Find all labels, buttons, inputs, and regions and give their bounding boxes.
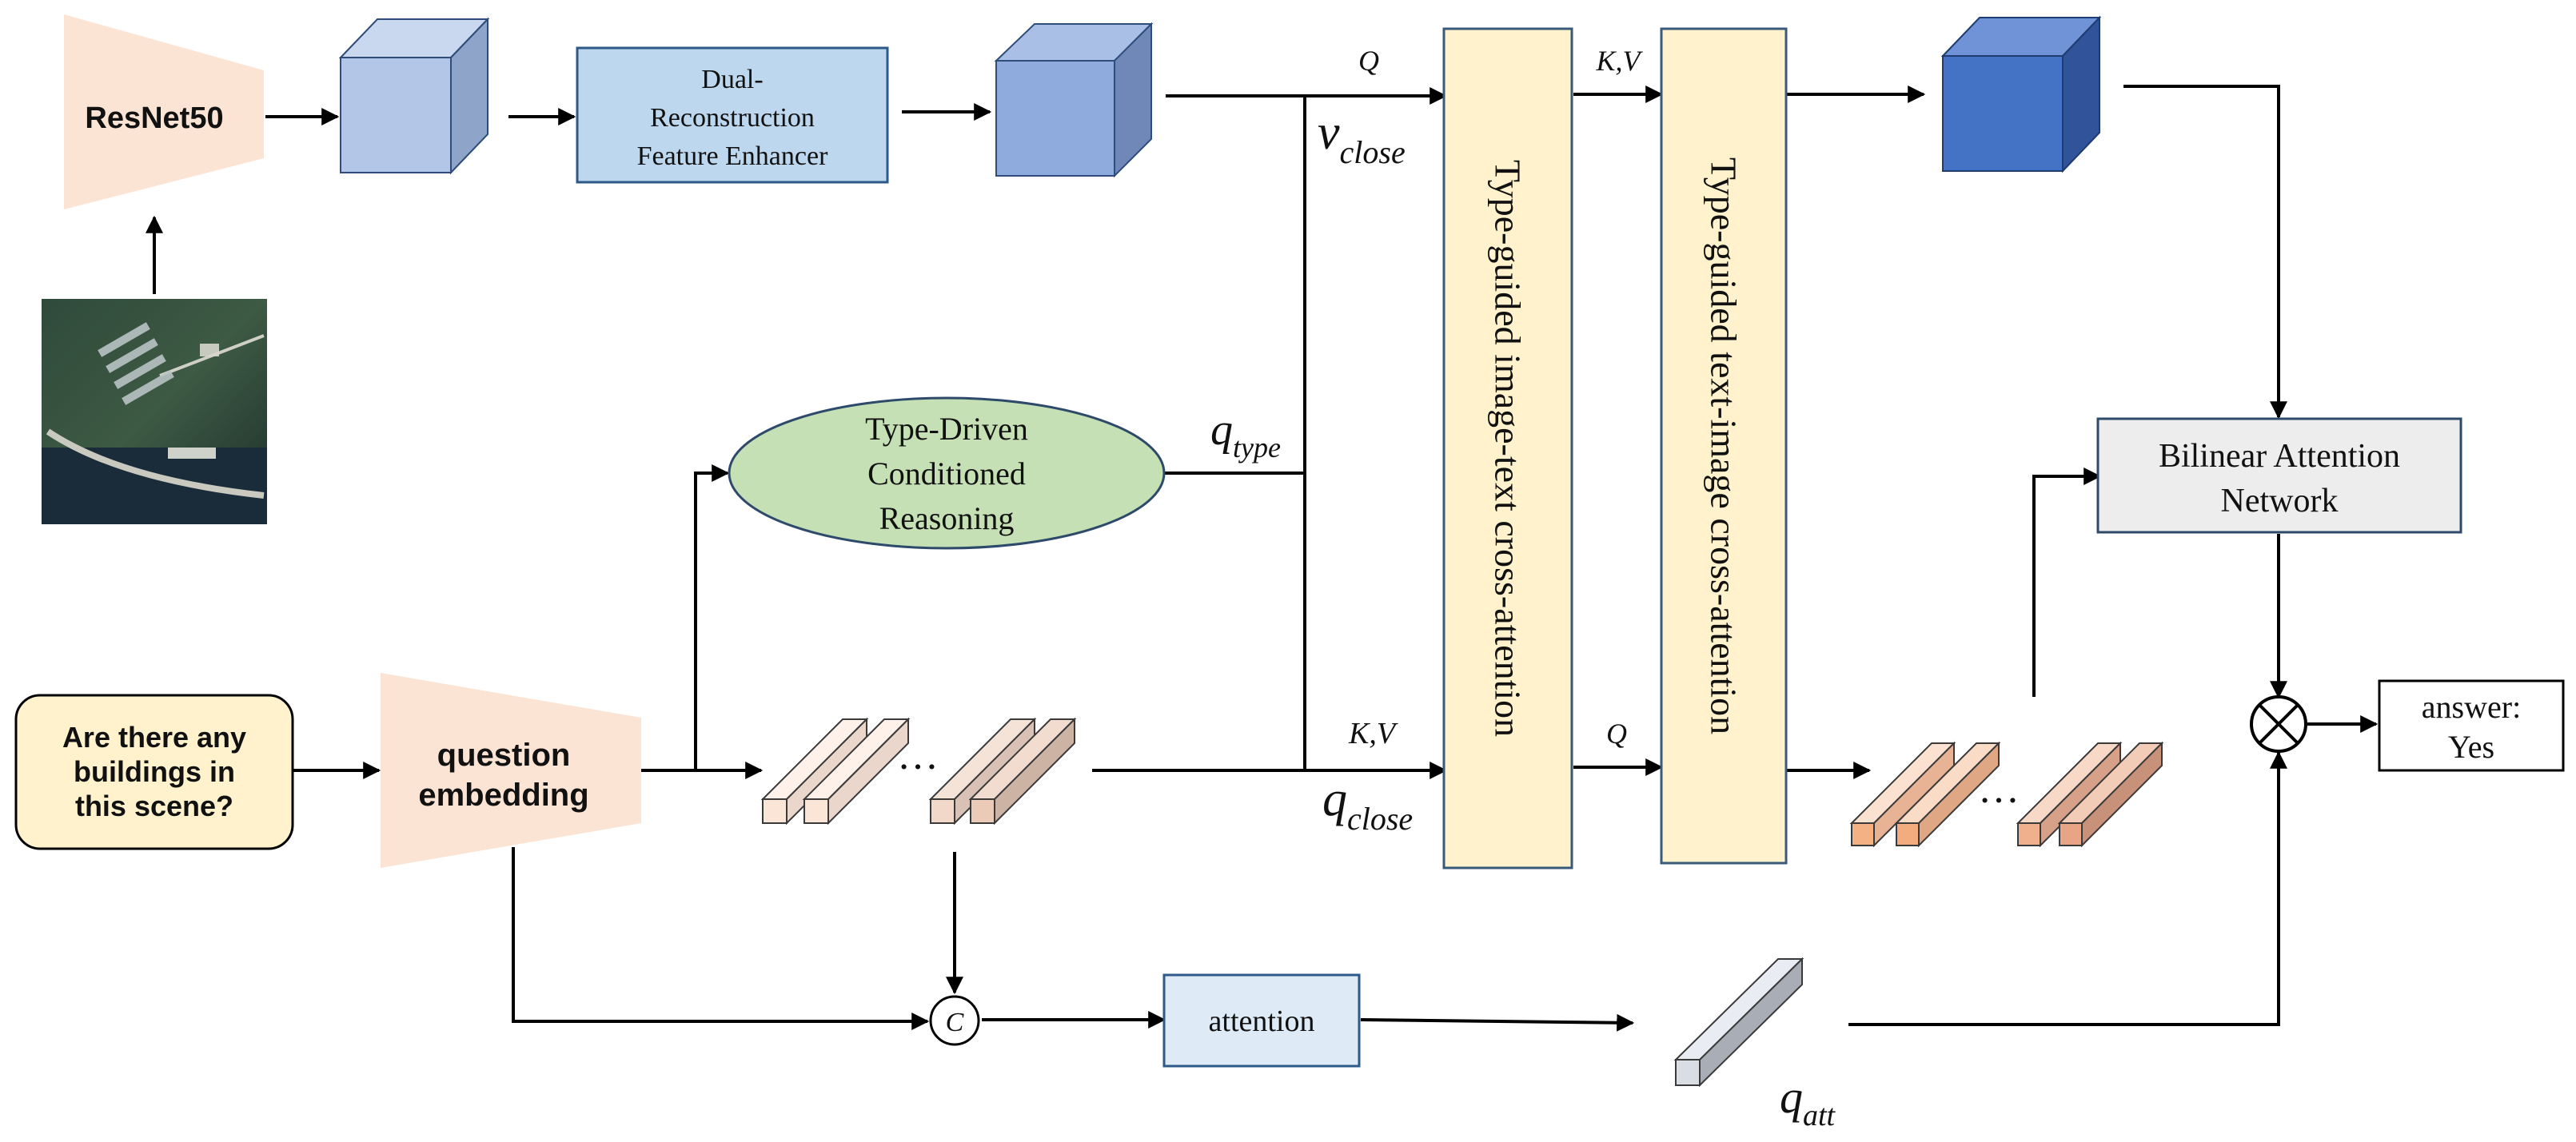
- satellite-image: [42, 299, 267, 524]
- question-token-bars: [760, 717, 1077, 826]
- feature-cube-3: [1940, 15, 2102, 173]
- bilinear-attention-network: Bilinear Attention Network: [2096, 417, 2462, 534]
- type-driven-reasoning: Type-Driven Conditioned Reasoning: [728, 396, 1166, 550]
- multiply-node: [2250, 695, 2307, 753]
- label-kv-mid: K,V: [1348, 717, 1398, 750]
- question-line-2: buildings in: [74, 755, 235, 788]
- label-qtype-sub: type: [1233, 432, 1281, 464]
- concat-label: C: [946, 1008, 964, 1037]
- enhancer-line-2: Reconstruction: [650, 103, 815, 133]
- token-bar: [968, 717, 1077, 826]
- question-box: Are there any buildings in this scene?: [14, 694, 294, 850]
- cross2-label: Type-guided text-image cross-attention: [1704, 157, 1745, 734]
- ban-line-2: Network: [2221, 483, 2339, 519]
- token-bar: [2057, 741, 2164, 848]
- label-vclose-sub: close: [1340, 134, 1406, 170]
- arrow-bars2-to-ban: [2032, 468, 2102, 697]
- token-bar: [1894, 741, 2001, 848]
- label-q-mid: Q: [1606, 718, 1627, 750]
- enhancer-line-3: Feature Enhancer: [637, 141, 828, 171]
- label-kv-top: K,V: [1595, 45, 1643, 77]
- answer-line-2: Yes: [2448, 729, 2494, 765]
- label-qclose-base: q: [1322, 772, 1347, 826]
- label-qtype: qtype: [1210, 405, 1281, 464]
- answer-box: answer: Yes: [2378, 679, 2565, 772]
- label-qatt-sub: att: [1803, 1099, 1836, 1132]
- label-vclose: vclose: [1318, 105, 1406, 170]
- question-line-1: Are there any: [62, 721, 246, 754]
- concat-node: C: [929, 995, 980, 1046]
- arrow-cube3-to-ban: [2123, 85, 2287, 420]
- resnet50-block: ResNet50: [64, 14, 264, 209]
- cross-attention-text-image: Type-guided text-image cross-attention: [1660, 27, 1788, 865]
- label-vclose-base: v: [1318, 105, 1340, 160]
- attention-box: attention: [1162, 973, 1361, 1068]
- answer-line-1: answer:: [2422, 689, 2521, 725]
- label-q-top: Q: [1358, 45, 1379, 77]
- cross1-label: Type-guided image-text cross-attention: [1488, 160, 1529, 737]
- ellipsis-right: …: [1978, 766, 2020, 812]
- qembed-line-1: question: [437, 738, 571, 773]
- math-labels: Q K,V K,V Q vclose qtype qclose qatt: [1210, 45, 1836, 1132]
- connectors: [146, 85, 2379, 1032]
- arrow-embed-to-concat: [512, 847, 930, 1030]
- question-embedding-block: question embedding: [381, 673, 641, 868]
- reasoning-line-1: Type-Driven: [865, 411, 1028, 447]
- attention-vector-bar: [1673, 957, 1804, 1088]
- resnet50-label: ResNet50: [85, 101, 223, 135]
- arrow-attention-to-qatt: [1360, 1013, 1635, 1032]
- arrow-qatt-to-multiply: [1848, 750, 2287, 1026]
- attention-label: attention: [1209, 1005, 1315, 1038]
- label-qatt: qatt: [1780, 1071, 1836, 1132]
- feature-cube-1: [338, 17, 490, 175]
- qembed-line-2: embedding: [418, 778, 588, 813]
- ban-line-1: Bilinear Attention: [2159, 438, 2400, 475]
- arrow-embed-to-reasoning: [694, 464, 730, 770]
- cross-attention-image-text: Type-guided image-text cross-attention: [1442, 27, 1573, 869]
- label-qtype-base: q: [1210, 405, 1233, 455]
- token-bar: [802, 717, 911, 826]
- enhancer-line-1: Dual-: [701, 65, 763, 94]
- ellipsis-left: …: [897, 733, 939, 778]
- fused-token-bars: [1849, 741, 2164, 848]
- reasoning-line-2: Conditioned: [867, 456, 1026, 491]
- question-line-3: this scene?: [75, 790, 233, 822]
- feature-enhancer: Dual- Reconstruction Feature Enhancer: [576, 46, 889, 184]
- label-qclose: qclose: [1322, 772, 1413, 837]
- reasoning-line-3: Reasoning: [879, 500, 1015, 536]
- label-qatt-base: q: [1780, 1071, 1803, 1123]
- feature-cube-2: [994, 22, 1154, 178]
- label-qclose-sub: close: [1347, 801, 1413, 837]
